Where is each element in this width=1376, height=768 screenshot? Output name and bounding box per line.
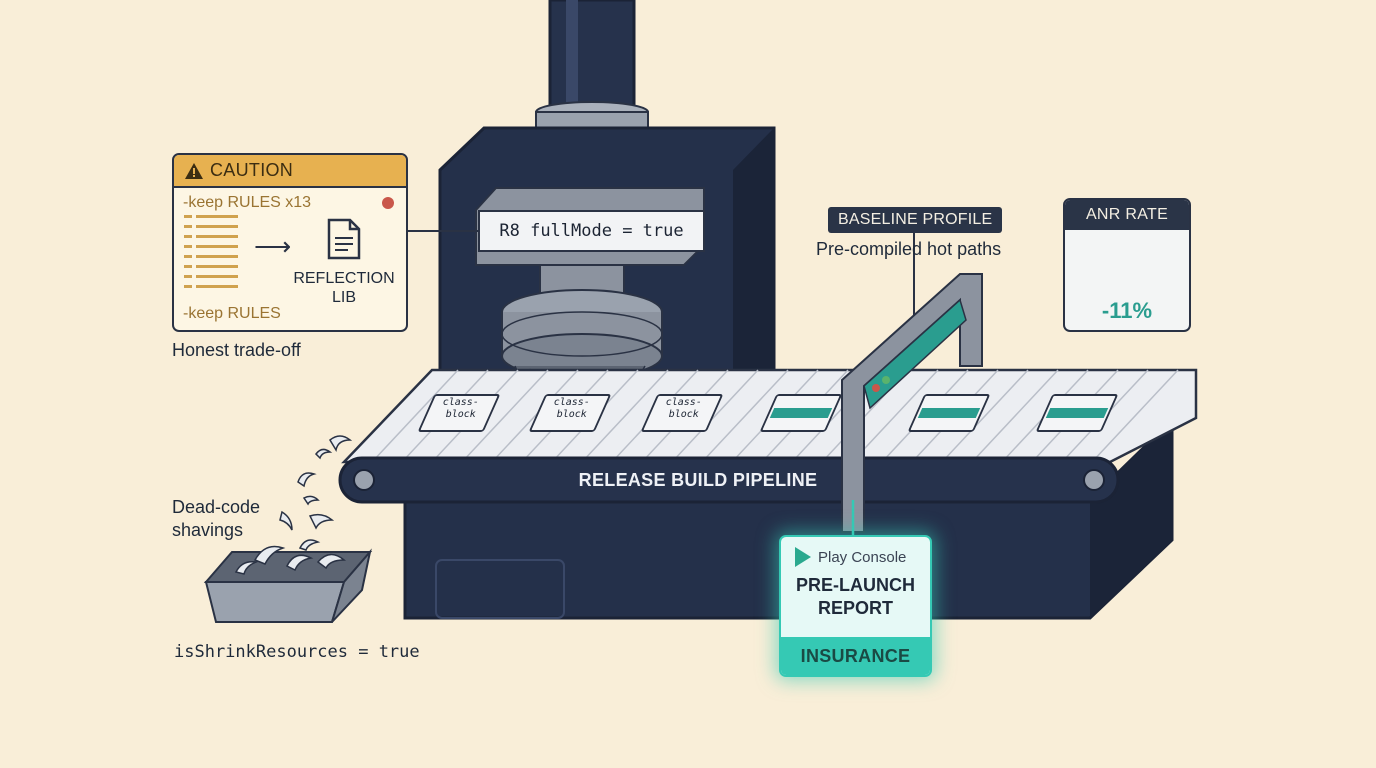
keep-rules: -keep RULES [183,305,281,322]
belt-roller-left [353,469,375,491]
trade-off-caption: Honest trade-off [172,340,301,360]
anr-title: ANR RATE [1065,200,1189,230]
press-column [548,0,636,114]
pipeline-label: RELEASE BUILD PIPELINE [578,470,818,490]
status-led-green [882,376,890,384]
reflection-lib-label: REFLECTION LIB [293,270,395,306]
alert-dot [382,197,394,209]
insurance-footer: INSURANCE [781,637,930,675]
rule-lines [184,215,238,295]
shavings-caption: Dead-code shavings [172,497,261,540]
caution-header: CAUTION [174,155,406,188]
base-hatch [435,559,565,619]
baseline-caption: Pre-compiled hot paths [816,239,1002,259]
status-led-red [872,384,880,392]
caution-title: CAUTION [210,160,294,180]
anr-rate-card: ANR RATE -11% [1063,198,1191,332]
play-console-card: Play Console PRE-LAUNCH REPORT INSURANCE [779,535,932,677]
warning-icon [185,162,203,179]
belt-roller-right [1083,469,1105,491]
keep-rules-count: -keep RULES x13 [183,194,312,211]
shrink-resources-setting: isShrinkResources = true [174,642,420,662]
shaving-pieces [234,435,353,575]
shavings-bin [204,581,346,623]
anr-value: -11% [1101,298,1153,323]
play-console-icon [795,547,811,567]
document-icon [327,218,361,260]
play-console-brand: Play Console [781,537,930,567]
pre-launch-title: PRE-LAUNCH REPORT [796,575,915,618]
belt-rail [338,456,1120,504]
caution-card: CAUTION -keep RULES x13 ⟶ REFLECTION LIB… [172,153,408,332]
baseline-profile-tag: BASELINE PROFILE [828,207,1003,233]
arrow-right-icon: ⟶ [254,231,292,261]
r8-fullmode-label: R8 fullMode = true [478,210,705,252]
